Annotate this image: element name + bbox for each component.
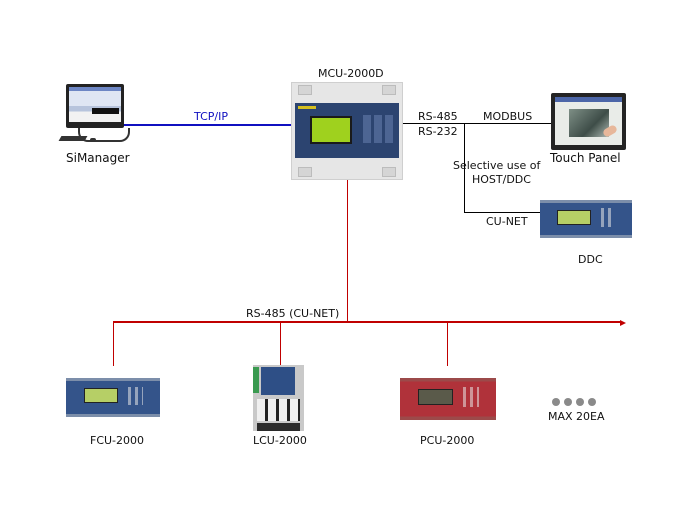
simanager-node[interactable] bbox=[58, 84, 130, 146]
ddc-branch-horizontal bbox=[464, 212, 540, 213]
cunet-label: CU-NET bbox=[486, 215, 528, 228]
serial-link bbox=[402, 123, 552, 124]
modbus-label: MODBUS bbox=[483, 110, 533, 123]
ddc-label: DDC bbox=[578, 253, 603, 266]
ddc-node[interactable] bbox=[540, 188, 632, 250]
mcu-label: MCU-2000D bbox=[318, 67, 384, 80]
ddc-controller-icon bbox=[540, 200, 632, 238]
pcu-label: PCU-2000 bbox=[420, 434, 475, 447]
bus-drop-pcu bbox=[447, 322, 448, 366]
fcu-node[interactable] bbox=[66, 366, 160, 429]
ddc-branch-vertical bbox=[464, 124, 465, 213]
desktop-computer-icon bbox=[66, 84, 124, 128]
tcpip-label: TCP/IP bbox=[194, 110, 228, 123]
fcu-controller-icon bbox=[66, 378, 160, 417]
tcpip-link bbox=[122, 124, 292, 126]
bus-label: RS-485 (CU-NET) bbox=[246, 307, 340, 320]
bus-drop-mcu bbox=[347, 178, 348, 322]
rs232-label: RS-232 bbox=[418, 125, 458, 138]
touch-panel-icon bbox=[555, 97, 622, 145]
touch-panel-node[interactable] bbox=[551, 93, 626, 150]
simanager-label: SiManager bbox=[66, 151, 130, 165]
pcu-controller-icon bbox=[400, 378, 496, 420]
mcu-controller-icon bbox=[295, 103, 399, 158]
selective-use-label: Selective use of bbox=[453, 159, 541, 172]
ellipsis-dots-icon bbox=[552, 398, 596, 406]
rs485-bus bbox=[113, 321, 621, 323]
lcu-label: LCU-2000 bbox=[253, 434, 307, 447]
rs485-label: RS-485 bbox=[418, 110, 458, 123]
lcu-controller-icon bbox=[261, 367, 295, 395]
bus-drop-lcu bbox=[280, 322, 281, 366]
max-count-label: MAX 20EA bbox=[548, 410, 605, 423]
mcu-node[interactable] bbox=[291, 82, 403, 180]
lcu-node[interactable] bbox=[253, 365, 304, 431]
fcu-label: FCU-2000 bbox=[90, 434, 145, 447]
touch-panel-label: Touch Panel bbox=[550, 151, 621, 165]
pcu-node[interactable] bbox=[400, 366, 496, 432]
bus-drop-fcu bbox=[113, 322, 114, 366]
host-ddc-label: HOST/DDC bbox=[472, 173, 531, 186]
bus-arrow-icon bbox=[620, 320, 626, 326]
